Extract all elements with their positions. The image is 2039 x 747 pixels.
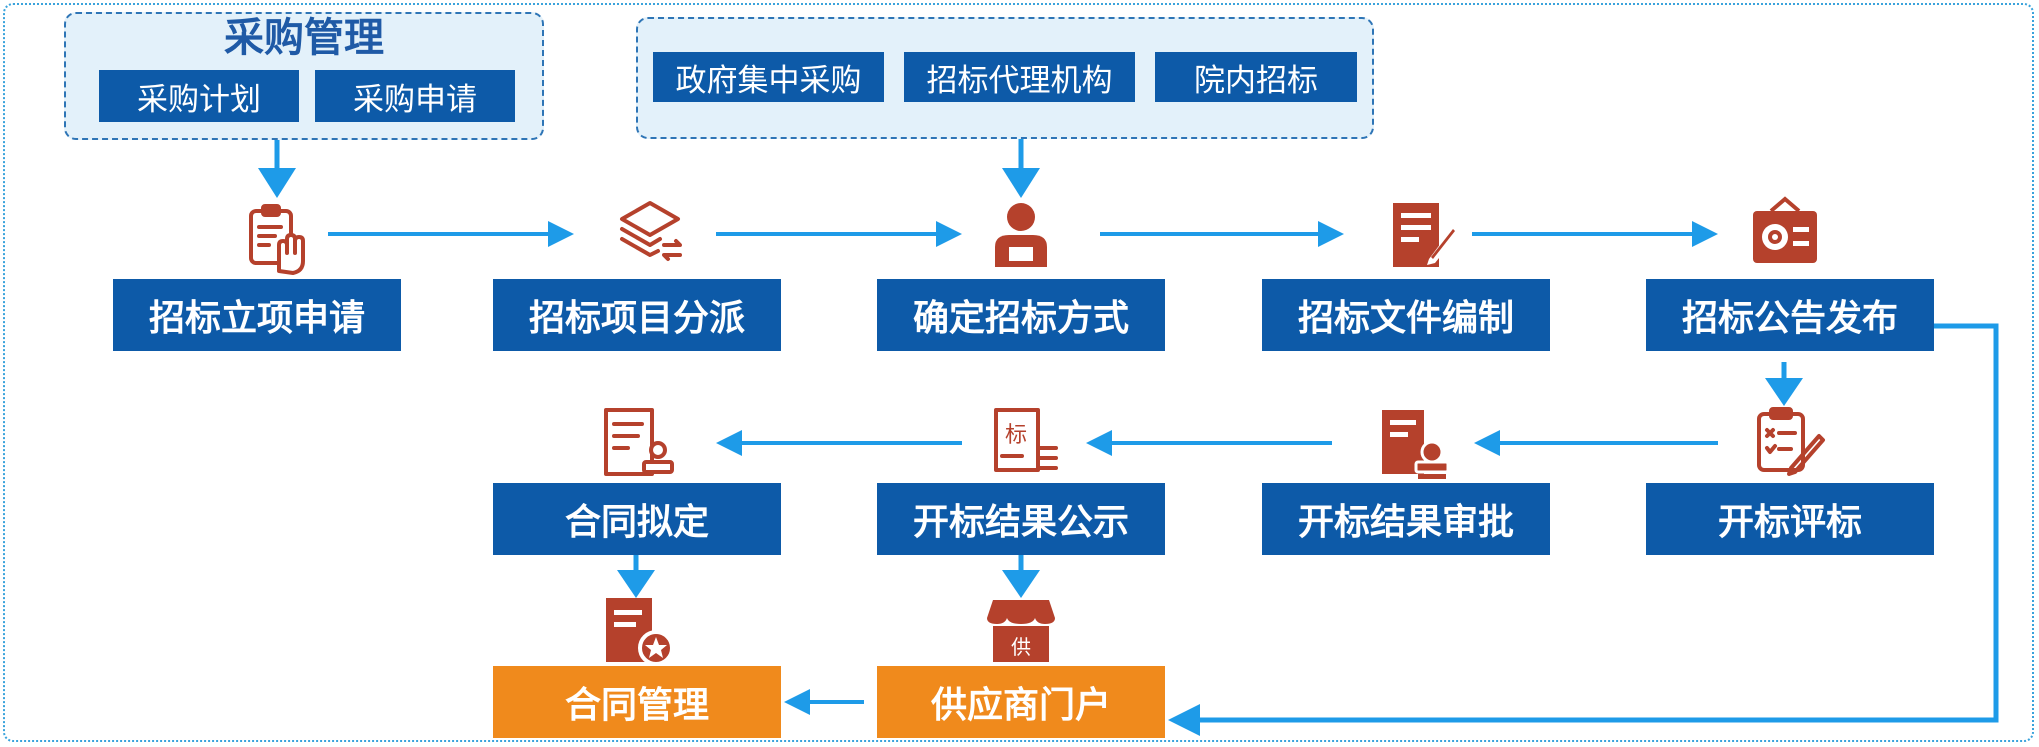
arrowhead-s8-s9 bbox=[716, 430, 742, 456]
arrowhead-s4-s5 bbox=[1692, 221, 1718, 247]
document-pen-icon bbox=[1383, 197, 1459, 273]
arrow-s5-s10 bbox=[1196, 323, 1999, 723]
step-contract-management: 合同管理 bbox=[493, 666, 781, 738]
arrowhead-s10-s11 bbox=[784, 689, 810, 715]
arrowhead-methods-to-s3 bbox=[1002, 168, 1040, 198]
arrowhead-s3-s4 bbox=[1318, 221, 1344, 247]
arrowhead-s7-s8 bbox=[1086, 430, 1112, 456]
arrowhead-s9-s11 bbox=[617, 570, 655, 598]
step-supplier-portal: 供应商门户 bbox=[877, 666, 1165, 738]
step-contract-drafting: 合同拟定 bbox=[493, 483, 781, 555]
arrowhead-s5-s6 bbox=[1765, 378, 1803, 406]
document-seal-icon bbox=[1374, 404, 1450, 480]
step-bid-initiation-request: 招标立项申请 bbox=[113, 279, 401, 351]
procurement-plan-box: 采购计划 bbox=[99, 70, 299, 122]
arrowhead-s5-s10 bbox=[1168, 704, 1200, 736]
checklist-pen-icon bbox=[1751, 404, 1827, 480]
arrowhead-group-to-s1 bbox=[258, 168, 296, 198]
method-government-box: 政府集中采购 bbox=[653, 52, 884, 102]
arrowhead-s1-s2 bbox=[548, 221, 574, 247]
step-result-publicity: 开标结果公示 bbox=[877, 483, 1165, 555]
arrowhead-s2-s3 bbox=[936, 221, 962, 247]
layers-swap-icon bbox=[614, 197, 690, 273]
method-internal-box: 院内招标 bbox=[1155, 52, 1357, 102]
supplier-store-icon: 供 bbox=[983, 592, 1059, 668]
bid-document-icon: 标 bbox=[986, 404, 1062, 480]
step-result-approval: 开标结果审批 bbox=[1262, 483, 1550, 555]
procurement-request-box: 采购申请 bbox=[315, 70, 515, 122]
outer-frame bbox=[3, 3, 2034, 742]
contract-star-icon bbox=[598, 592, 674, 668]
step-determine-method: 确定招标方式 bbox=[877, 279, 1165, 351]
announcement-board-icon bbox=[1747, 193, 1823, 269]
step-document-preparation: 招标文件编制 bbox=[1262, 279, 1550, 351]
group-procurement-title: 采购管理 bbox=[224, 15, 384, 61]
step-bid-opening-evaluation: 开标评标 bbox=[1646, 483, 1934, 555]
bid-stamp-text: 标 bbox=[1005, 423, 1027, 448]
contract-seal-icon bbox=[598, 404, 674, 480]
clipboard-hand-icon bbox=[239, 201, 315, 277]
step-project-assignment: 招标项目分派 bbox=[493, 279, 781, 351]
supply-stamp-text: 供 bbox=[1011, 635, 1031, 659]
arrowhead-s6-s7 bbox=[1474, 430, 1500, 456]
arrowhead-s8-s10 bbox=[1002, 570, 1040, 598]
step-announcement-release: 招标公告发布 bbox=[1646, 279, 1934, 351]
person-desk-icon bbox=[983, 197, 1059, 273]
method-agency-box: 招标代理机构 bbox=[904, 52, 1135, 102]
